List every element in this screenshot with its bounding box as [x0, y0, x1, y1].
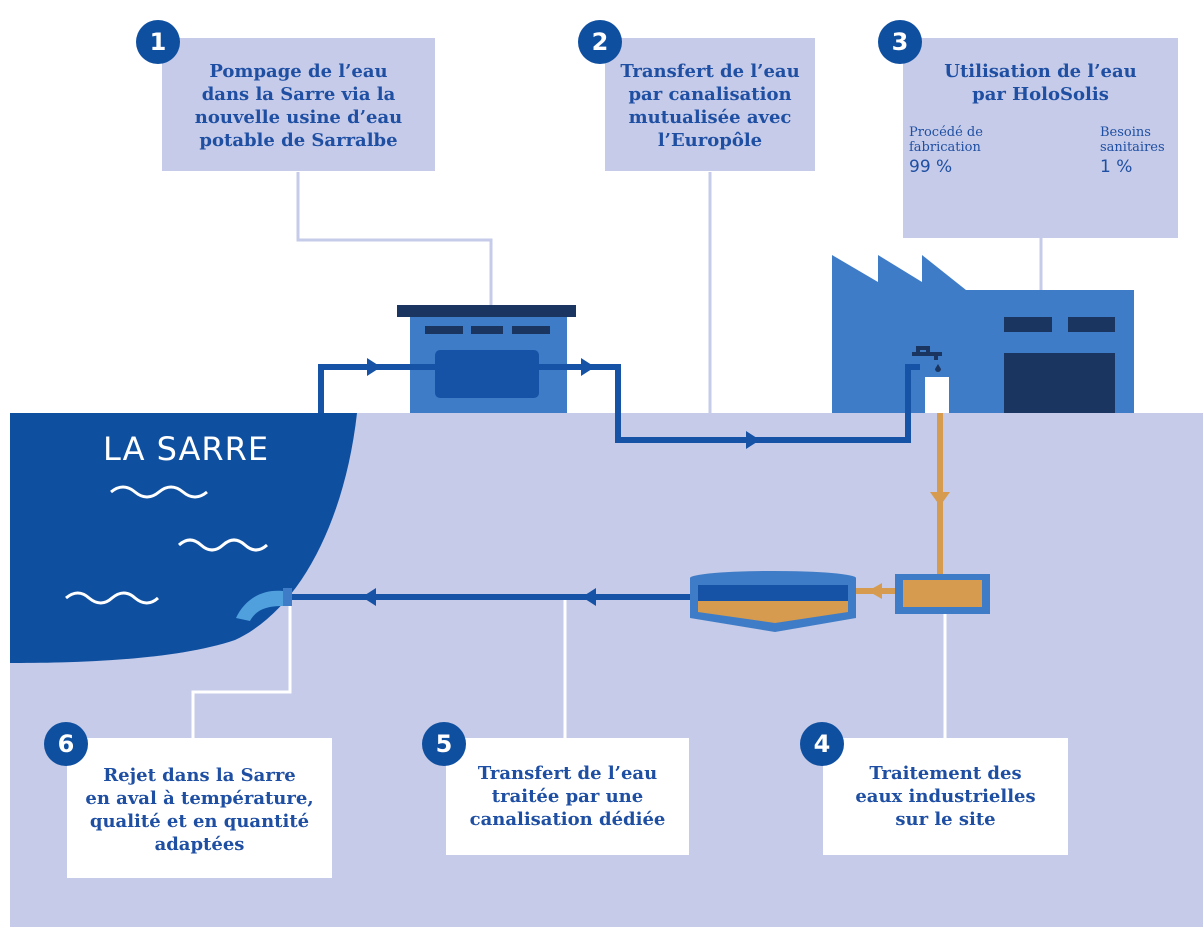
- step-badge-3: 3: [878, 20, 922, 64]
- step-1-text: Pompage de l’eau dans la Sarre via la no…: [194, 61, 403, 151]
- step-badge-5: 5: [422, 722, 466, 766]
- pie-value-sanitaires: 1 %: [1100, 157, 1133, 177]
- flow-arrow-down-icon: [930, 492, 950, 506]
- step-box-3: Utilisation de l’eau par HoloSolis: [903, 38, 1178, 238]
- step-box-5: Transfert de l’eau traitée par une canal…: [446, 738, 689, 855]
- clarifier-top: [690, 571, 856, 585]
- flow-arrow-icon: [746, 431, 760, 449]
- treatment-unit-inner: [903, 580, 982, 607]
- factory-door: [1004, 353, 1115, 413]
- faucet-drop-icon: [935, 364, 941, 372]
- station-window: [425, 326, 463, 334]
- pumping-station-roof: [397, 305, 576, 317]
- pie-label-fabrication: Procédé de fabrication: [909, 125, 983, 155]
- step-4-text: Traitement des eaux industrielles sur le…: [855, 763, 1036, 830]
- step-box-6: Rejet dans la Sarre en aval à températur…: [67, 738, 332, 878]
- step-badge-2: 2: [578, 20, 622, 64]
- step-box-4: Traitement des eaux industrielles sur le…: [823, 738, 1068, 855]
- transfer-pipe: [539, 364, 920, 443]
- station-window: [471, 326, 503, 334]
- connector-line-1: [296, 172, 493, 306]
- connector-line-6: [191, 602, 292, 738]
- step-5-text: Transfert de l’eau traitée par une canal…: [469, 763, 666, 830]
- step-badge-4: 4: [800, 722, 844, 766]
- outfall-fitting: [283, 588, 292, 606]
- step-2-text: Transfert de l’eau par canalisation mutu…: [620, 61, 800, 151]
- step-box-2: Transfert de l’eau par canalisation mutu…: [605, 38, 815, 171]
- wave-icon: [177, 538, 269, 552]
- clarifier-sludge: [698, 601, 848, 623]
- flow-arrow-left-icon: [362, 588, 376, 606]
- water-container: [925, 377, 949, 413]
- factory-window: [1068, 317, 1115, 332]
- factory-window: [1004, 317, 1052, 332]
- outfall-pipe-icon: [236, 590, 283, 621]
- step-badge-6: 6: [44, 722, 88, 766]
- intake-pipe: [318, 364, 435, 413]
- step-box-1: Pompage de l’eau dans la Sarre via la no…: [162, 38, 435, 171]
- station-tank: [435, 350, 539, 398]
- step-6-text: Rejet dans la Sarre en aval à températur…: [85, 765, 314, 855]
- step-3-text: Utilisation de l’eau par HoloSolis: [944, 61, 1137, 105]
- step-badge-1: 1: [136, 20, 180, 64]
- flow-arrow-icon: [581, 358, 595, 376]
- flow-arrow-icon: [367, 358, 381, 376]
- station-window: [512, 326, 550, 334]
- flow-arrow-left-icon: [582, 588, 596, 606]
- pie-value-fabrication: 99 %: [909, 157, 953, 177]
- river-label: LA SARRE: [103, 430, 270, 468]
- flow-arrow-left-icon: [868, 583, 882, 599]
- wave-icon: [65, 591, 160, 605]
- wave-icon: [110, 485, 208, 499]
- pie-label-sanitaires: Besoins sanitaires: [1100, 125, 1165, 155]
- faucet-icon: [912, 346, 942, 360]
- clarifier-water: [698, 585, 848, 601]
